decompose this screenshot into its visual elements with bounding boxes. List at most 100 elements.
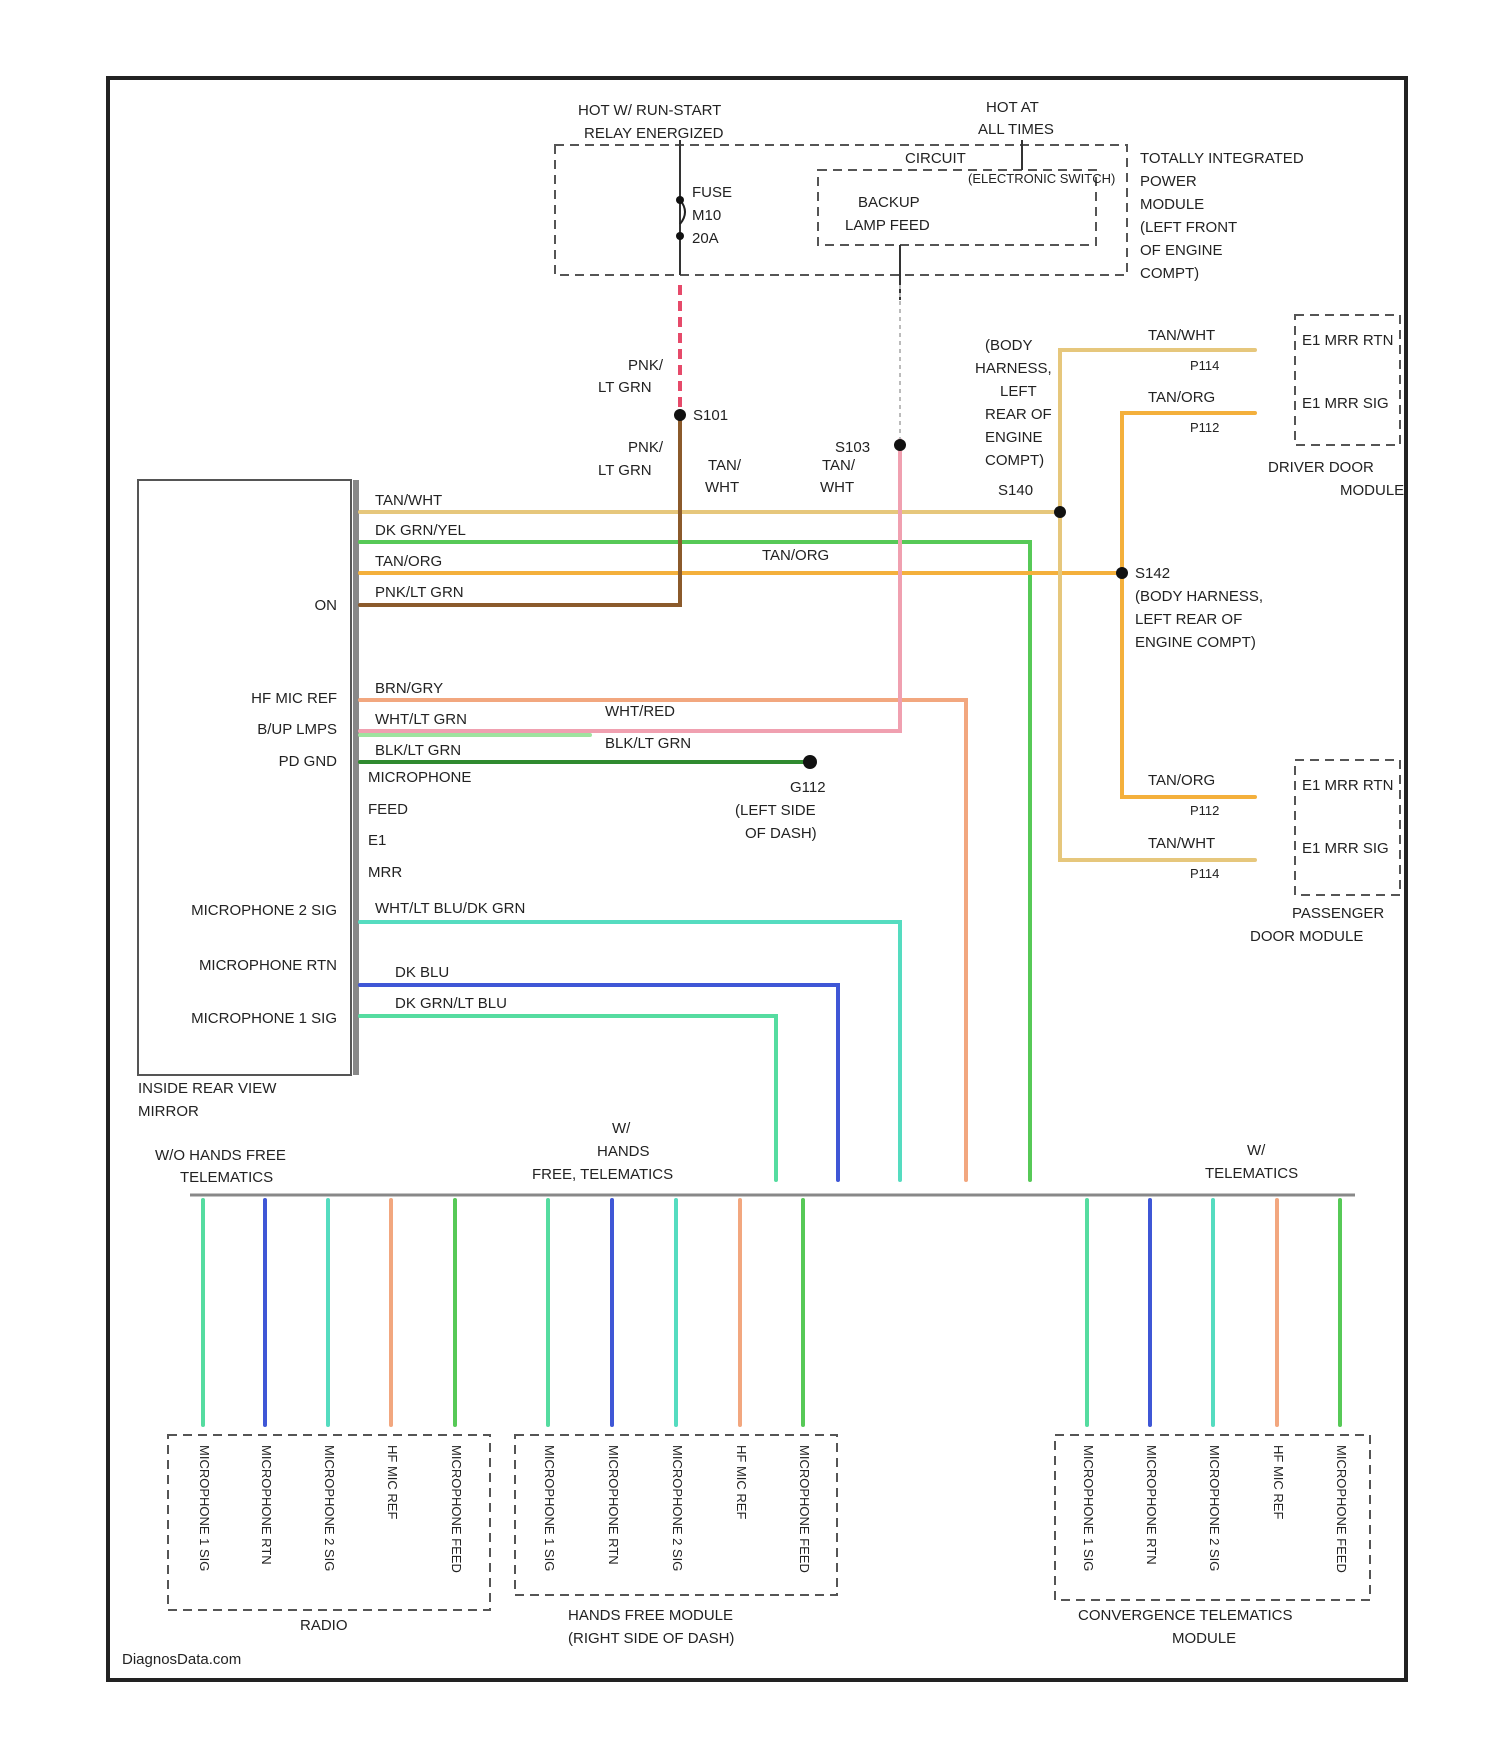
splice-s142-label-1: S142 [1135,565,1170,582]
hfm-pin-4: HF MIC REF [734,1445,749,1519]
hot-at-all-times-label-2: ALL TIMES [978,121,1054,138]
radio-pin-2: MICROPHONE RTN [259,1445,274,1565]
label-pnk-lt-grn-lower-2: LT GRN [598,462,652,479]
wire-tan-org-passenger [1122,573,1255,797]
mirror-pin-pd-gnd: PD GND [279,753,338,770]
tipm-label-2: POWER [1140,173,1197,190]
module-wires [203,1200,1340,1425]
hfm-title-2: (RIGHT SIDE OF DASH) [568,1630,734,1647]
ctm-pin-1: MICROPHONE 1 SIG [1081,1445,1096,1571]
splice-s142-dot [1116,567,1128,579]
splice-s140-label: S140 [998,482,1033,499]
mirror-pin-feed: FEED [368,801,408,818]
wire-tan-org-driver [1122,413,1255,573]
driver-door-circuit-bottom: P112 [1190,420,1219,435]
tipm-label-6: COMPT) [1140,265,1199,282]
circuit-detail-label: (ELECTRONIC SWITCH) [968,171,1115,186]
hot-at-all-times-label-1: HOT AT [986,99,1039,116]
passenger-door-title-1: PASSENGER [1292,905,1384,922]
branch-tele-label-1: W/ [1247,1142,1266,1159]
passenger-door-wire-bottom: TAN/WHT [1148,835,1215,852]
label-wht-lt-grn: WHT/LT GRN [375,711,467,728]
door-wiring: E1 MRR RTN E1 MRR SIG TAN/WHT TAN/ORG P1… [1060,315,1404,945]
mirror-pin-hf-mic-ref: HF MIC REF [251,690,337,707]
driver-door-wire-top: TAN/WHT [1148,327,1215,344]
hfm-pin-5: MICROPHONE FEED [797,1445,812,1573]
fuse-label-3: 20A [692,230,719,247]
splice-s142-label-3: LEFT REAR OF [1135,611,1242,628]
passenger-door-r2: E1 MRR SIG [1302,840,1389,857]
body-harness-label-6: COMPT) [985,452,1044,469]
mirror-pin-e1: E1 [368,832,386,849]
mirror-pin-mic-rtn: MICROPHONE RTN [199,957,337,974]
hfm-pin-3: MICROPHONE 2 SIG [670,1445,685,1571]
ground-label-2: (LEFT SIDE [735,802,816,819]
hot-run-start-label-1: HOT W/ RUN-START [578,102,721,119]
circuit-label: CIRCUIT [905,150,966,167]
backup-lamp-feed-label-1: BACKUP [858,194,920,211]
label-brn-gry: BRN/GRY [375,680,443,697]
branch-tele-label-2: TELEMATICS [1205,1165,1298,1182]
driver-door-r1: E1 MRR RTN [1302,332,1393,349]
fuse-label-1: FUSE [692,184,732,201]
label-pnk-lt-grn-lower-1: PNK/ [628,439,664,456]
ctm-pin-2: MICROPHONE RTN [1144,1445,1159,1565]
label-pnk-lt-grn-upper-1: PNK/ [628,357,664,374]
body-harness-label-1: (BODY [985,337,1033,354]
branch-no-hf-label-2: TELEMATICS [180,1169,273,1186]
mirror-box [138,480,351,1075]
ground-label-3: OF DASH) [745,825,817,842]
hfm-title-1: HANDS FREE MODULE [568,1607,733,1624]
radio-title: RADIO [300,1617,348,1634]
radio-pin-3: MICROPHONE 2 SIG [322,1445,337,1571]
tipm-label-4: (LEFT FRONT [1140,219,1237,236]
radio-pin-5: MICROPHONE FEED [449,1445,464,1573]
driver-door-circuit-top: P114 [1190,358,1219,373]
passenger-door-title-2: DOOR MODULE [1250,928,1363,945]
tipm-label-5: OF ENGINE [1140,242,1223,259]
hot-run-start-label-2: RELAY ENERGIZED [584,125,724,142]
label-tan-wht-right-1: TAN/ [822,457,856,474]
mirror-pin-on: ON [315,597,338,614]
splice-s142-label-2: (BODY HARNESS, [1135,588,1263,605]
body-harness-label-4: REAR OF [985,406,1052,423]
label-wht-red: WHT/RED [605,703,675,720]
label-pnk-lt-grn: PNK/LT GRN [375,584,464,601]
driver-door-wire-bottom: TAN/ORG [1148,389,1215,406]
tipm-box [555,145,1127,275]
mirror-pin-mrr: MRR [368,864,402,881]
branch-hf-label-1: W/ [612,1120,631,1137]
ctm-pin-4: HF MIC REF [1271,1445,1286,1519]
label-mic-wires: WHT/LT BLU/DK GRN [375,900,525,917]
body-harness-label-5: ENGINE [985,429,1043,446]
wire-labels: TAN/WHT DK GRN/YEL TAN/ORG PNK/LT GRN BR… [375,357,856,1012]
body-harness-label-3: LEFT [1000,383,1037,400]
branch-hf-label-3: FREE, TELEMATICS [532,1166,673,1183]
fuse-label-2: M10 [692,207,721,224]
inside-rear-view-mirror: INSIDE REAR VIEW MIRROR ON HF MIC REF B/… [138,480,471,1120]
splice-s140-dot [1054,506,1066,518]
splice-s103-dot [894,439,906,451]
radio-pin-1: MICROPHONE 1 SIG [197,1445,212,1571]
tipm-label-1: TOTALLY INTEGRATED [1140,150,1304,167]
modules: RADIO HANDS FREE MODULE (RIGHT SIDE OF D… [168,1435,1370,1647]
splice-s142-label-4: ENGINE COMPT) [1135,634,1256,651]
fuse-terminal-bottom [676,232,684,240]
wire-mic1 [360,1016,776,1180]
label-dk-blu: DK BLU [395,964,449,981]
label-tan-wht-mid-2: WHT [705,479,739,496]
label-tan-wht-mid-1: TAN/ [708,457,742,474]
driver-door-title-2: MODULE [1340,482,1404,499]
wire-dk-grn-yel [360,542,1030,1180]
label-tan-org: TAN/ORG [375,553,442,570]
ctm-title-1: CONVERGENCE TELEMATICS [1078,1607,1292,1624]
driver-door-r2: E1 MRR SIG [1302,395,1389,412]
label-tan-org-right: TAN/ORG [762,547,829,564]
branch-bus: W/O HANDS FREE TELEMATICS W/ HANDS FREE,… [155,1120,1355,1195]
mirror-pin-mic2: MICROPHONE 2 SIG [191,902,337,919]
label-blk-lt-grn-2: BLK/LT GRN [605,735,691,752]
passenger-door-circuit-top: P112 [1190,803,1219,818]
passenger-door-r1: E1 MRR RTN [1302,777,1393,794]
label-tan-wht-right-2: WHT [820,479,854,496]
